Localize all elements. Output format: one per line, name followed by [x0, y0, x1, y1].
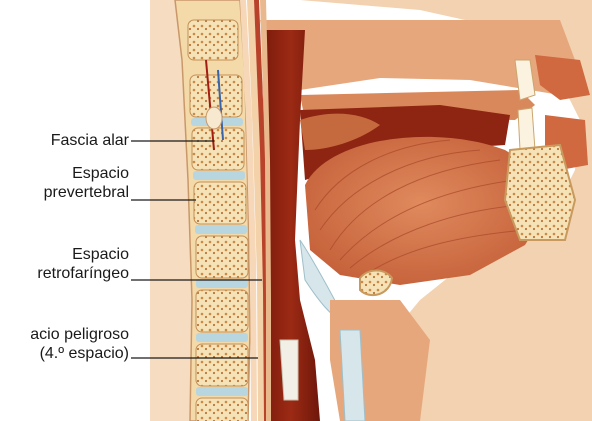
vertebra: [188, 20, 238, 60]
vertebra: [196, 290, 248, 332]
hyoid-bone: [360, 271, 392, 296]
vertebra: [196, 398, 248, 421]
intervertebral-disc: [193, 171, 245, 180]
vertebra: [196, 344, 248, 386]
vertebra: [194, 182, 246, 224]
label-espacio-retrofaringeo-line2: retrofaríngeo: [37, 264, 129, 283]
label-espacio-prevertebral-line1: Espacio: [44, 164, 129, 183]
label-espacio-prevertebral: Espacio prevertebral: [44, 164, 129, 202]
label-fascia-alar: Fascia alar: [51, 131, 129, 150]
label-espacio-peligroso: acio peligroso (4.º espacio): [30, 325, 129, 363]
label-espacio-retrofaringeo-line1: Espacio: [37, 245, 129, 264]
trachea-cartilage: [340, 330, 365, 421]
intervertebral-disc: [195, 225, 247, 234]
vertebra: [192, 128, 244, 170]
mandible: [505, 145, 575, 240]
intervertebral-disc: [196, 333, 248, 342]
label-espacio-peligroso-line1: acio peligroso: [30, 325, 129, 344]
lower-tooth: [518, 108, 535, 150]
label-espacio-prevertebral-line2: prevertebral: [44, 183, 129, 202]
label-espacio-peligroso-line2: (4.º espacio): [30, 344, 129, 363]
intervertebral-disc: [196, 387, 248, 396]
label-fascia-alar-text: Fascia alar: [51, 131, 129, 150]
label-espacio-retrofaringeo: Espacio retrofaríngeo: [37, 245, 129, 283]
nerve-cross-section: [206, 107, 222, 129]
vertebra: [196, 236, 248, 278]
